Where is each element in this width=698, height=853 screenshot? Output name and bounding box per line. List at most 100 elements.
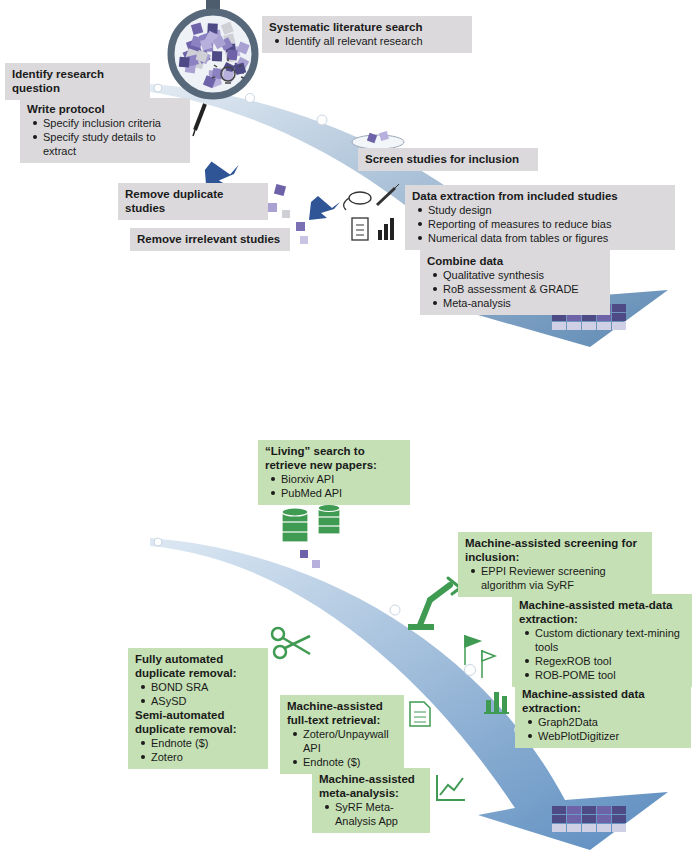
bullet-dot — [293, 732, 297, 736]
box-heading-line: “Living” search to retrieve new papers: — [265, 444, 403, 472]
bullet-dot — [471, 569, 475, 573]
paper-square — [191, 23, 203, 35]
bullet-text: Endnote ($) — [151, 736, 208, 750]
bullet-dot — [525, 631, 529, 635]
grid-cell — [552, 824, 566, 832]
grid-cell — [612, 806, 626, 814]
step-box: Data extraction from included studiesStu… — [405, 185, 675, 250]
bullet-row: Specify inclusion criteria — [27, 116, 183, 130]
bullet-dot — [525, 659, 529, 663]
paper-square — [213, 36, 227, 50]
magnifier-lens — [171, 12, 255, 96]
bullet-text: ROB-POME tool — [535, 668, 616, 682]
bullet-dot — [33, 121, 37, 125]
step-box: Identify research question — [5, 63, 150, 100]
lightbulb-icon — [212, 58, 244, 83]
bullet-row: ASySD — [135, 694, 261, 708]
paper-square — [196, 50, 209, 63]
tool-box: Machine-assisted data extraction:Graph2D… — [515, 683, 691, 748]
robot-base — [408, 624, 434, 630]
box-heading-line: Fully automated duplicate removal: — [135, 652, 261, 680]
pen-icon — [193, 104, 205, 136]
bullet-dot — [325, 805, 329, 809]
grid-cell — [597, 322, 611, 330]
paper-square — [237, 41, 250, 54]
bullet-row: RoB assessment & GRADE — [427, 282, 603, 296]
database-icons — [282, 505, 340, 543]
box-heading-line: Screen studies for inclusion — [365, 152, 531, 166]
tool-box: “Living” search to retrieve new papers:B… — [258, 440, 410, 505]
box-heading: Screen studies for inclusion — [365, 153, 519, 165]
bullet-text: BOND SRA — [151, 680, 208, 694]
bullet-text: RoB assessment & GRADE — [443, 282, 579, 296]
bullet-dot — [433, 301, 437, 305]
paper-square — [212, 51, 222, 61]
bullet-dot — [141, 755, 145, 759]
step-box: Remove duplicate studies — [118, 183, 268, 220]
bullet-dot — [271, 491, 275, 495]
box-heading: Combine data — [427, 255, 503, 267]
grid-cell — [552, 322, 566, 330]
grid-cell — [567, 824, 581, 832]
box-heading: Machine-assisted full-text retrieval: — [287, 700, 383, 726]
bullet-text: WebPlotDigitizer — [538, 729, 619, 743]
robot-arm-icon — [420, 578, 460, 625]
line-chart-icon — [437, 775, 465, 800]
grid-cell — [567, 806, 581, 814]
bullet-dot — [141, 741, 145, 745]
bullet-text: Meta-analysis — [443, 296, 511, 310]
paper-square — [221, 22, 234, 35]
extraction-icons — [344, 184, 399, 240]
bullet-text: ASySD — [151, 694, 186, 708]
bullet-text: Identify all relevant research — [285, 34, 423, 48]
grid-cell — [612, 815, 626, 823]
paper-square — [179, 57, 190, 68]
bullet-row: Specify study details to extract — [27, 130, 183, 158]
box-heading-line: Remove duplicate studies — [125, 187, 261, 215]
box-heading-line: Combine data — [427, 254, 603, 268]
step-box: Systematic literature searchIdentify all… — [262, 16, 472, 53]
bullet-text: Numerical data from tables or figures — [428, 231, 608, 245]
bullet-row: Custom dictionary text-mining tools — [519, 626, 685, 654]
bullet-row: Endnote ($) — [287, 755, 397, 769]
bullet-text: Zotero — [151, 750, 183, 764]
result-grid — [552, 806, 626, 832]
bullet-row: Biorxiv API — [265, 472, 403, 486]
box-heading: Systematic literature search — [269, 21, 422, 33]
box-heading: Machine-assisted data extraction: — [522, 688, 645, 714]
bullet-text: Specify inclusion criteria — [43, 116, 161, 130]
bullet-row: WebPlotDigitizer — [522, 729, 684, 743]
box-heading-line: Machine-assisted meta-data extraction: — [519, 598, 685, 626]
grid-cell — [597, 806, 611, 814]
grid-cell — [612, 824, 626, 832]
box-heading: “Living” search to retrieve new papers: — [265, 445, 377, 471]
bullet-row: Study design — [412, 203, 668, 217]
tool-box: Machine-assisted meta-analysis:SyRF Meta… — [312, 768, 430, 833]
box-heading-line: Machine-assisted screening for inclusion… — [465, 536, 645, 564]
bullet-text: Custom dictionary text-mining tools — [535, 626, 685, 654]
box-heading-line: Machine-assisted full-text retrieval: — [287, 699, 397, 727]
grid-cell — [567, 322, 581, 330]
sieve-icon — [352, 131, 404, 149]
paper-square — [203, 75, 216, 88]
bullet-dot — [418, 222, 422, 226]
bar-chart-icon — [484, 692, 509, 714]
step-box: Screen studies for inclusion — [358, 148, 538, 171]
bullet-dot — [528, 734, 532, 738]
bullet-row: Meta-analysis — [427, 296, 603, 310]
document-icon — [410, 702, 430, 726]
bullet-row: Zotero — [135, 750, 261, 764]
bullet-text: PubMed API — [281, 486, 342, 500]
box-heading: Remove irrelevant studies — [137, 233, 280, 245]
grid-cell — [582, 815, 596, 823]
bullet-text: RegexROB tool — [535, 654, 611, 668]
tool-box: Machine-assisted full-text retrieval:Zot… — [280, 695, 404, 774]
grid-cell — [582, 322, 596, 330]
paper-squares — [179, 22, 250, 88]
scissors-icon — [272, 628, 310, 658]
paper-square — [227, 49, 238, 60]
bullet-dot — [433, 287, 437, 291]
bullet-text: Reporting of measures to reduce bias — [428, 217, 611, 231]
box-heading-line: Write protocol — [27, 102, 183, 116]
bullet-row: Reporting of measures to reduce bias — [412, 217, 668, 231]
